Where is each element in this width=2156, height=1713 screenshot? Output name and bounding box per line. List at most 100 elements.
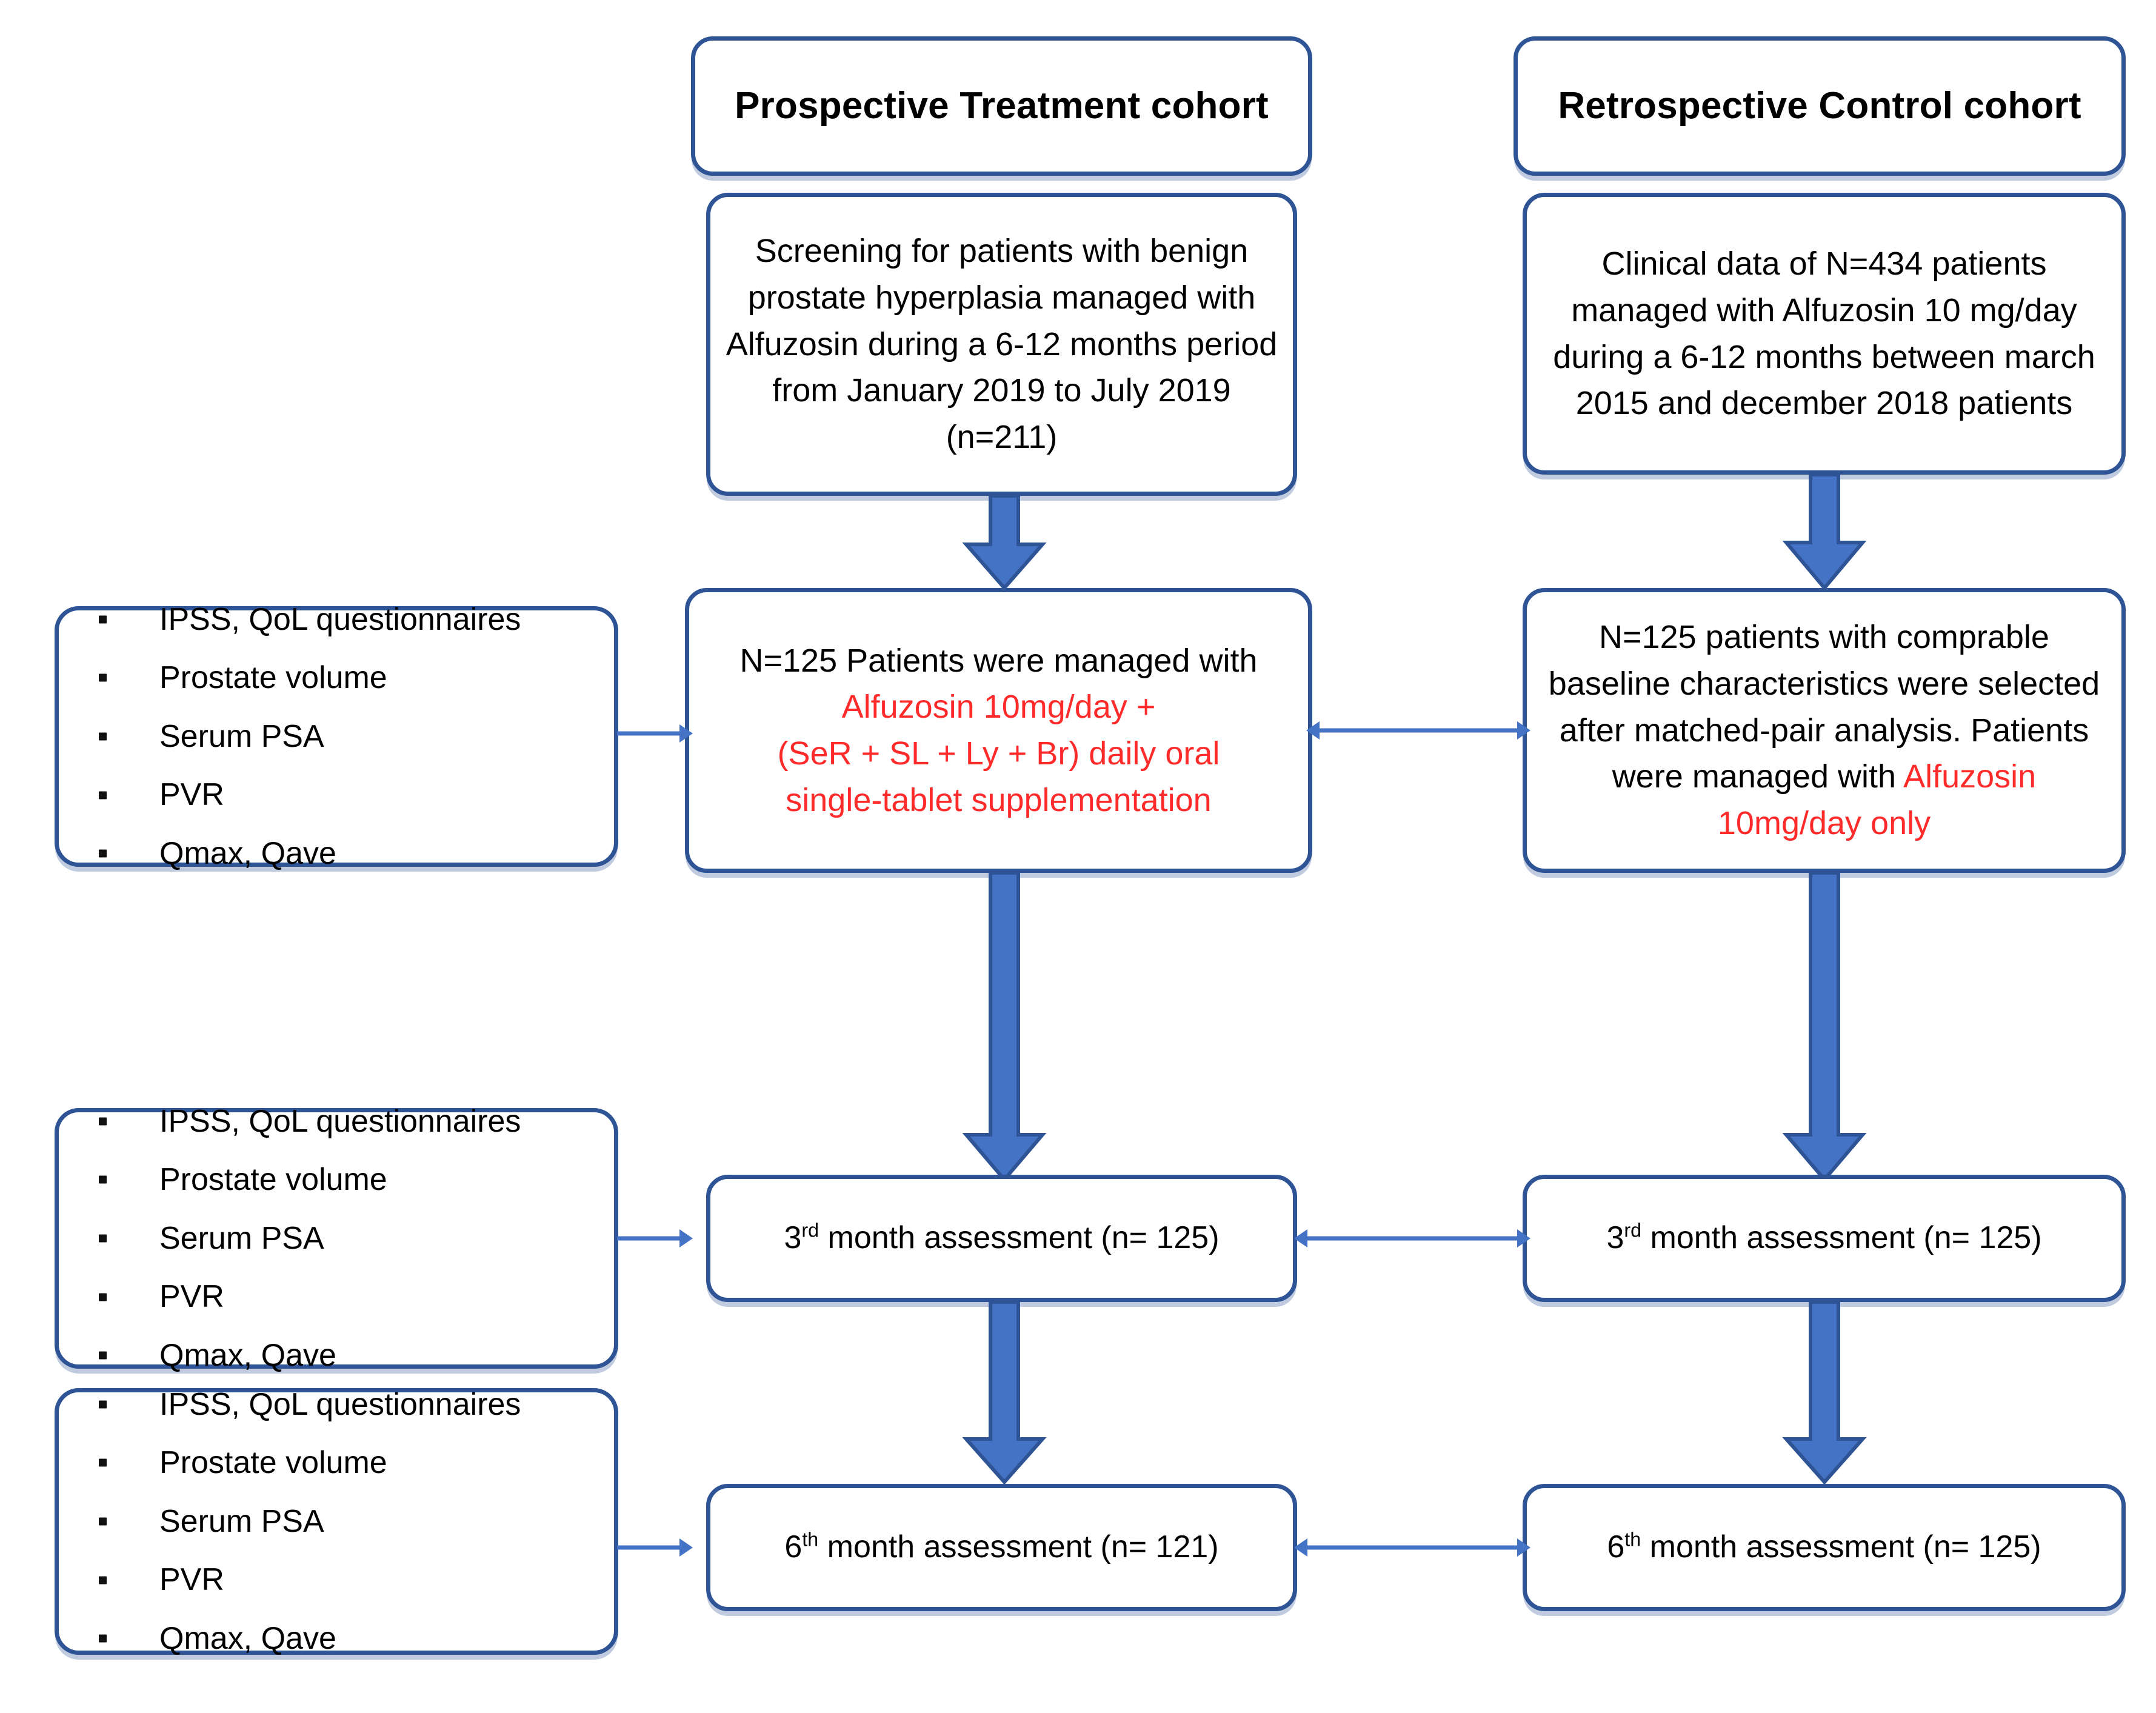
list-item: Prostate volume — [93, 1163, 614, 1197]
measure-label: Prostate volume — [159, 660, 387, 696]
measure-label: Qmax, Qave — [159, 835, 336, 871]
month6-ordinal-number: 6 — [784, 1529, 803, 1565]
connector-month6measures-to-month6box — [617, 1535, 693, 1560]
bullet-dot-icon — [99, 1634, 107, 1643]
list-item: Serum PSA — [93, 1503, 614, 1539]
list-item: PVR — [93, 1563, 614, 1597]
measure-label: Prostate volume — [159, 1445, 387, 1481]
header-label-retrospective: Retrospective Control cohort — [1558, 84, 2081, 127]
screening-box: Screening for patients with benign prost… — [706, 193, 1297, 496]
measure-label: Serum PSA — [159, 1220, 324, 1256]
bullet-dot-icon — [99, 791, 107, 800]
measure-label: IPSS, QoL questionnaires — [159, 1103, 521, 1139]
month6-label-control: 6th month assessment (n= 125) — [1527, 1525, 2121, 1570]
month3-assessment-box-control: 3rd month assessment (n= 125) — [1523, 1175, 2126, 1302]
bullet-dot-icon — [99, 1234, 107, 1243]
connector-month3-treatment-control — [1294, 1226, 1530, 1251]
measure-label: IPSS, QoL questionnaires — [159, 1386, 521, 1422]
treatment-red-line-3: single-tablet supplementation — [786, 781, 1212, 818]
measures-list-month6: IPSS, QoL questionnaires Prostate volume… — [59, 1386, 614, 1655]
measure-label: Qmax, Qave — [159, 1337, 336, 1373]
bullet-dot-icon — [99, 1400, 107, 1409]
month3-rest-text: month assessment (n= 125) — [1641, 1220, 2042, 1256]
bullet-dot-icon — [99, 615, 107, 624]
month3-assessment-box-treatment: 3rd month assessment (n= 125) — [706, 1175, 1297, 1302]
measures-list-month3: IPSS, QoL questionnaires Prostate volume… — [59, 1103, 614, 1372]
month6-ordinal-suffix: th — [802, 1528, 819, 1551]
connector-month3measures-to-month3box — [617, 1226, 693, 1251]
list-item: Qmax, Qave — [93, 1339, 614, 1372]
treatment-plain-text: N=125 Patients were managed with — [739, 642, 1258, 679]
list-item: IPSS, QoL questionnaires — [93, 1103, 614, 1139]
bullet-dot-icon — [99, 732, 107, 741]
measure-label: Qmax, Qave — [159, 1620, 336, 1656]
header-box-prospective-treatment: Prospective Treatment cohort — [691, 36, 1312, 176]
control-arm-box: N=125 patients with comprable baseline c… — [1523, 588, 2126, 873]
bullet-dot-icon — [99, 1117, 107, 1126]
measure-label: Prostate volume — [159, 1162, 387, 1198]
bullet-dot-icon — [99, 1175, 107, 1184]
list-item: PVR — [93, 778, 614, 812]
treatment-red-line-1: Alfuzosin 10mg/day + — [841, 689, 1156, 726]
list-item: Prostate volume — [93, 1446, 614, 1480]
block-arrow-control-to-month3 — [1782, 873, 1867, 1182]
header-label-prospective: Prospective Treatment cohort — [735, 84, 1269, 127]
block-arrow-clinicaldata-to-matched — [1782, 475, 1867, 590]
month6-assessment-box-treatment: 6th month assessment (n= 121) — [706, 1484, 1297, 1611]
measure-label: PVR — [159, 1562, 224, 1598]
list-item: IPSS, QoL questionnaires — [93, 1386, 614, 1422]
header-box-retrospective-control: Retrospective Control cohort — [1514, 36, 2126, 176]
month6-assessment-box-control: 6th month assessment (n= 125) — [1523, 1484, 2126, 1611]
month3-ordinal-number: 3 — [1606, 1220, 1624, 1256]
treatment-red-line-2: (SeR + SL + Ly + Br) daily oral — [777, 735, 1220, 772]
list-item: Qmax, Qave — [93, 1622, 614, 1655]
bullet-dot-icon — [99, 1576, 107, 1584]
bullet-dot-icon — [99, 1458, 107, 1467]
measures-box-month6: IPSS, QoL questionnaires Prostate volume… — [55, 1386, 618, 1655]
connector-month6-treatment-control — [1294, 1535, 1530, 1560]
matched-plain-text: N=125 patients with comprable baseline c… — [1548, 619, 2100, 795]
measure-label: PVR — [159, 777, 224, 813]
list-item: PVR — [93, 1280, 614, 1314]
screening-text: Screening for patients with benign prost… — [726, 233, 1278, 455]
measure-label: PVR — [159, 1279, 224, 1315]
month6-ordinal-suffix: th — [1624, 1528, 1641, 1551]
month6-label-treatment: 6th month assessment (n= 121) — [710, 1525, 1293, 1570]
bullet-dot-icon — [99, 1351, 107, 1360]
measure-label: Serum PSA — [159, 1503, 324, 1539]
bullet-dot-icon — [99, 673, 107, 682]
matched-red-text: Alfuzosin 10mg/day only — [1717, 758, 2037, 841]
month6-ordinal-number: 6 — [1607, 1529, 1625, 1565]
month3-ordinal-suffix: rd — [1624, 1219, 1642, 1241]
clinical-data-text: Clinical data of N=434 patients managed … — [1553, 245, 2095, 422]
month3-ordinal-suffix: rd — [801, 1219, 819, 1241]
month3-ordinal-number: 3 — [784, 1220, 802, 1256]
measure-label: Serum PSA — [159, 718, 324, 754]
connector-baseline-to-treatment — [617, 721, 693, 746]
month3-rest-text: month assessment (n= 125) — [819, 1220, 1220, 1256]
list-item: Qmax, Qave — [93, 837, 614, 870]
month6-rest-text: month assessment (n= 125) — [1641, 1529, 2041, 1565]
measures-list-baseline: IPSS, QoL questionnaires Prostate volume… — [59, 603, 614, 870]
month3-label-control: 3rd month assessment (n= 125) — [1527, 1216, 2121, 1261]
month3-label-treatment: 3rd month assessment (n= 125) — [710, 1216, 1293, 1261]
measure-label: IPSS, QoL questionnaires — [159, 601, 521, 637]
month6-rest-text: month assessment (n= 121) — [818, 1529, 1219, 1565]
connector-treatment-control-row2 — [1306, 718, 1530, 743]
list-item: IPSS, QoL questionnaires — [93, 603, 614, 636]
measures-box-baseline: IPSS, QoL questionnaires Prostate volume… — [55, 603, 618, 870]
control-arm-content: N=125 patients with comprable baseline c… — [1527, 614, 2121, 846]
measures-box-month3: IPSS, QoL questionnaires Prostate volume… — [55, 1103, 618, 1372]
list-item: Prostate volume — [93, 661, 614, 695]
block-arrow-treatment-to-month3 — [962, 873, 1047, 1182]
bullet-dot-icon — [99, 849, 107, 858]
block-arrow-screening-to-treatment — [962, 496, 1047, 590]
block-arrow-month3-to-month6-control — [1782, 1302, 1867, 1484]
treatment-arm-box: N=125 Patients were managed with Alfuzos… — [685, 588, 1312, 873]
treatment-arm-content: N=125 Patients were managed with Alfuzos… — [689, 638, 1308, 824]
list-item: Serum PSA — [93, 1220, 614, 1256]
list-item: Serum PSA — [93, 720, 614, 753]
bullet-dot-icon — [99, 1293, 107, 1301]
block-arrow-month3-to-month6-treatment — [962, 1302, 1047, 1484]
